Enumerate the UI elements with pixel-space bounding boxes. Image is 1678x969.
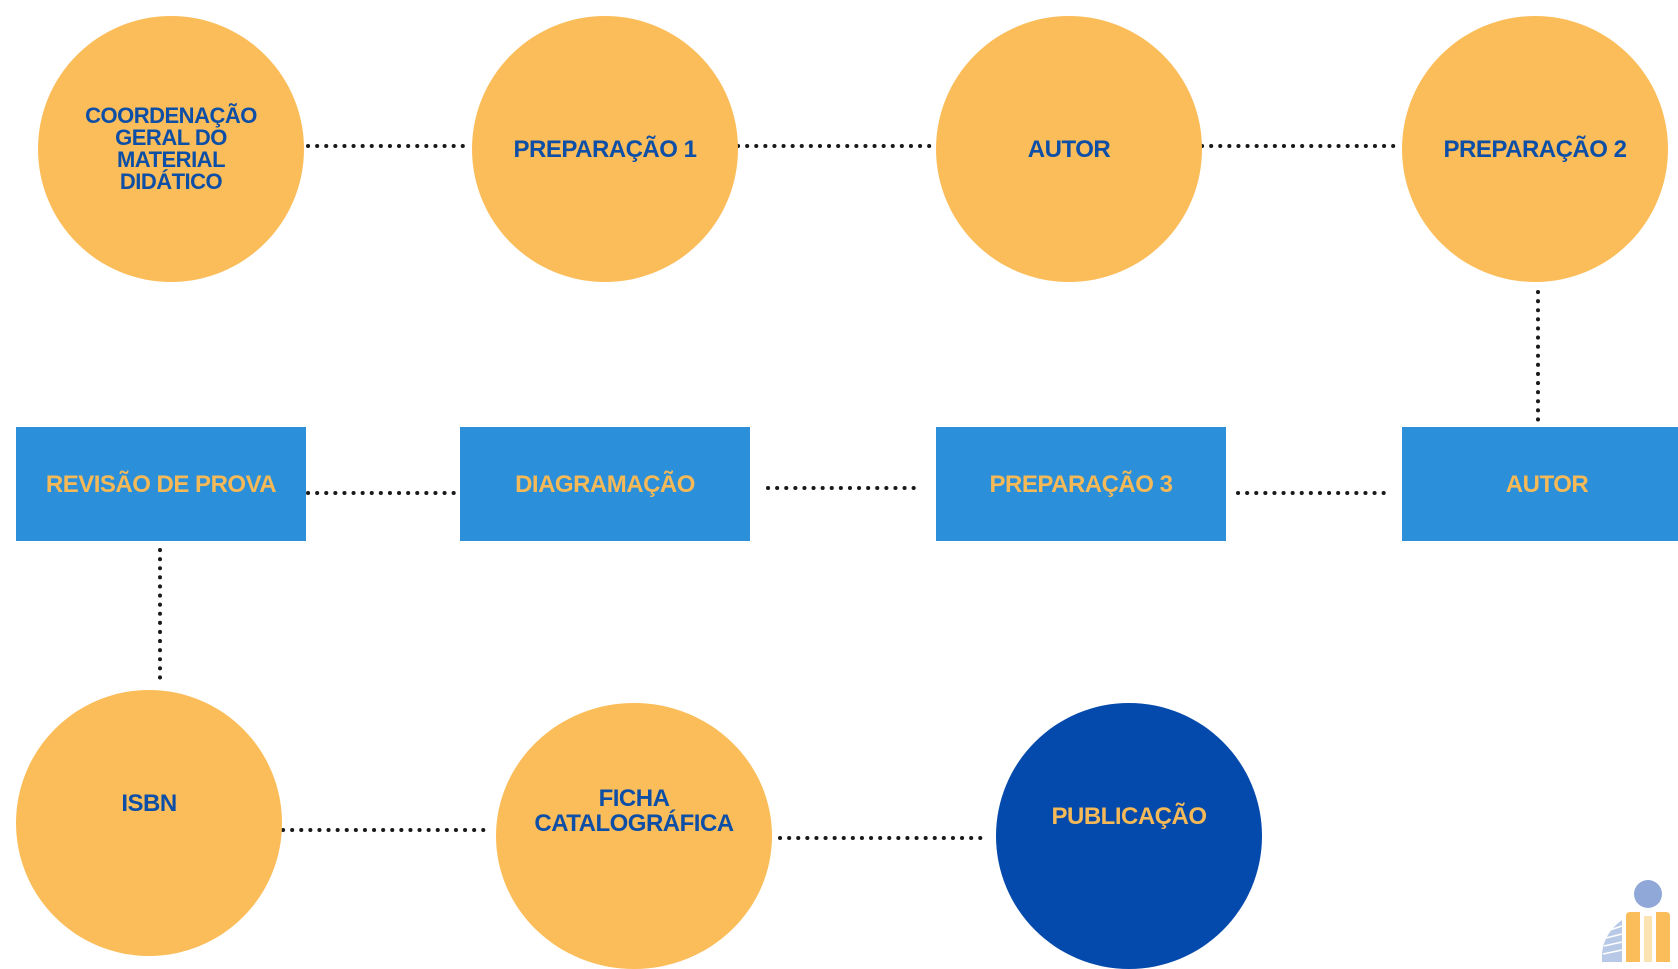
node-autor-2-label: AUTOR: [1505, 470, 1589, 498]
node-autor-1: AUTOR: [936, 16, 1202, 282]
node-preparacao-1-label: PREPARAÇÃO 1: [513, 135, 697, 163]
node-preparacao-3-label: PREPARAÇÃO 3: [989, 470, 1173, 498]
node-ficha-catalografica-label: FICHA CATALOGRÁFICA: [534, 785, 734, 837]
node-preparacao-3: PREPARAÇÃO 3: [936, 427, 1226, 541]
node-preparacao-1: PREPARAÇÃO 1: [472, 16, 738, 282]
node-revisao-de-prova-label: REVISÃO DE PROVA: [45, 470, 277, 498]
node-coordenacao-label: COORDENAÇÃO GERAL DO MATERIAL DIDÁTICO: [85, 103, 257, 194]
node-autor-2: AUTOR: [1402, 427, 1678, 541]
node-isbn-label: ISBN: [121, 789, 177, 817]
institution-logo-icon: [1601, 880, 1670, 962]
node-preparacao-2: PREPARAÇÃO 2: [1402, 16, 1668, 282]
node-isbn: ISBN: [16, 690, 282, 956]
node-publicacao-label: PUBLICAÇÃO: [1051, 802, 1208, 830]
node-ficha-catalografica: FICHA CATALOGRÁFICA: [496, 703, 772, 969]
node-preparacao-2-label: PREPARAÇÃO 2: [1443, 135, 1627, 163]
node-publicacao: PUBLICAÇÃO: [996, 703, 1262, 969]
node-coordenacao: COORDENAÇÃO GERAL DO MATERIAL DIDÁTICO: [38, 16, 304, 282]
node-revisao-de-prova: REVISÃO DE PROVA: [16, 427, 306, 541]
node-diagramacao-label: DIAGRAMAÇÃO: [515, 470, 695, 498]
node-diagramacao: DIAGRAMAÇÃO: [460, 427, 750, 541]
node-autor-1-label: AUTOR: [1027, 135, 1111, 163]
